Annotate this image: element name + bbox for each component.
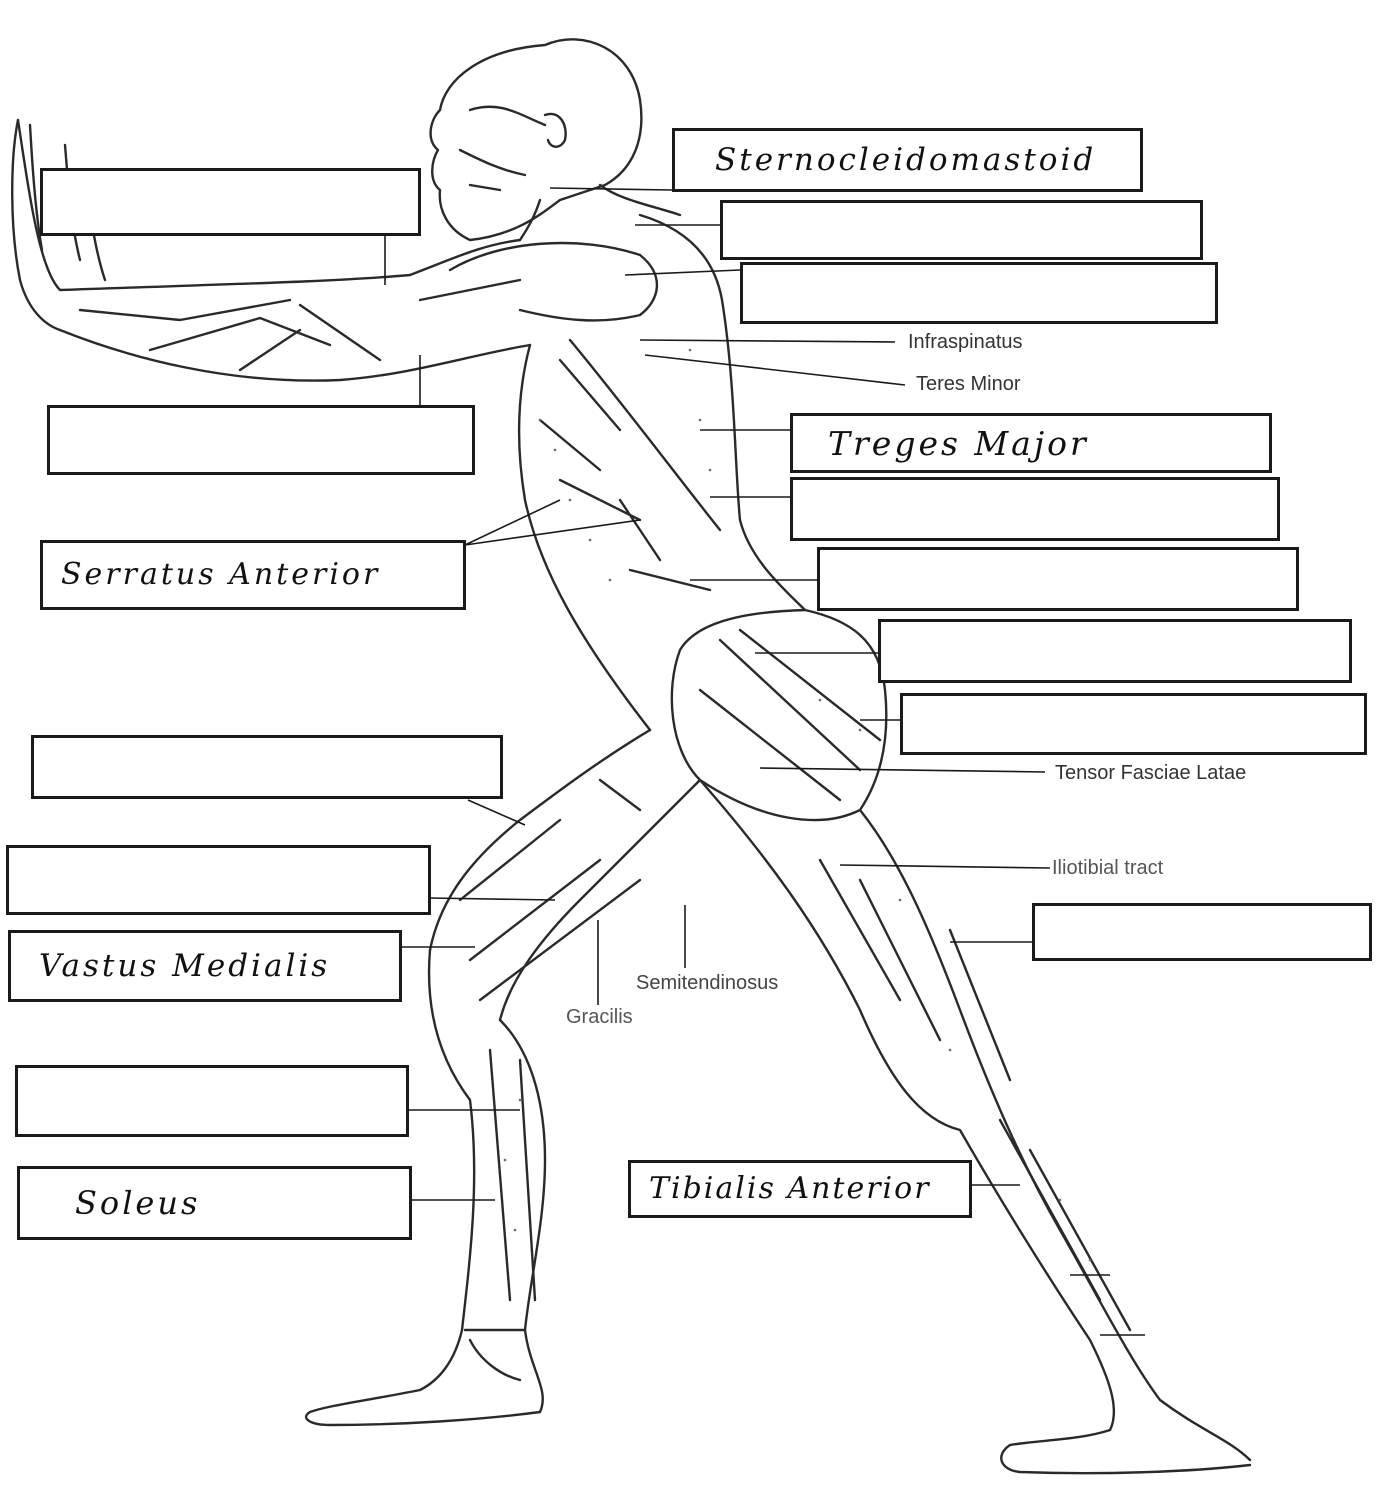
leader-infraspinatus xyxy=(640,340,895,342)
front-calf-back xyxy=(500,1020,545,1412)
front-leg-fibers xyxy=(460,780,640,1300)
handwritten-answer: Treges Major xyxy=(828,427,1089,460)
label-box-left-1[interactable] xyxy=(40,168,421,236)
label-box-soleus[interactable]: Soleus xyxy=(17,1166,412,1240)
leader-right-3 xyxy=(625,270,740,275)
deltoid-outline xyxy=(450,243,657,320)
handwritten-answer: Tibialis Anterior xyxy=(649,1174,931,1204)
label-infraspinatus: Infraspinatus xyxy=(908,331,1023,354)
label-box-right-7[interactable] xyxy=(878,619,1352,683)
arm-lower-edge xyxy=(60,330,530,381)
label-box-serratus-anterior[interactable]: Serratus Anterior xyxy=(40,540,466,610)
glute-outline xyxy=(672,610,886,820)
label-box-right-3[interactable] xyxy=(740,262,1218,324)
label-box-left-5[interactable] xyxy=(6,845,431,915)
label-gracilis: Gracilis xyxy=(566,1006,633,1029)
label-box-left-7[interactable] xyxy=(15,1065,409,1137)
handwritten-answer: Serratus Anterior xyxy=(61,560,380,590)
label-box-left-4[interactable] xyxy=(31,735,503,799)
handwritten-answer: Sternocleidomastoid xyxy=(715,145,1096,176)
leader-left-4 xyxy=(468,800,525,825)
label-box-sternocleidomastoid[interactable]: Sternocleidomastoid xyxy=(672,128,1143,192)
label-box-right-leg[interactable] xyxy=(1032,903,1372,961)
forearm-muscles xyxy=(80,280,520,370)
ankle-detail xyxy=(465,1330,525,1380)
leader-sternocleidomastoid xyxy=(550,188,672,190)
serratus-lines xyxy=(540,360,710,590)
face-detail xyxy=(460,107,545,190)
leader-teres-minor xyxy=(645,355,905,385)
label-teres-minor: Teres Minor xyxy=(916,373,1020,396)
label-box-right-2[interactable] xyxy=(720,200,1203,260)
label-box-right-8[interactable] xyxy=(900,693,1367,755)
ear-detail xyxy=(545,114,566,147)
label-semitendinosus: Semitendinosus xyxy=(636,972,778,995)
front-torso xyxy=(519,345,650,730)
handwritten-answer: Soleus xyxy=(75,1187,200,1219)
leader-iliotibial xyxy=(840,865,1050,868)
label-iliotibial-tract: Iliotibial tract xyxy=(1052,857,1163,880)
rear-foot xyxy=(1001,1430,1250,1473)
label-box-teres-major[interactable]: Treges Major xyxy=(790,413,1272,473)
label-box-vastus-medialis[interactable]: Vastus Medialis xyxy=(8,930,402,1002)
label-tensor-fasciae-latae: Tensor Fasciae Latae xyxy=(1055,762,1246,785)
lat-outline xyxy=(570,340,720,530)
label-box-right-5[interactable] xyxy=(790,477,1280,541)
label-box-tibialis-anterior[interactable]: Tibialis Anterior xyxy=(628,1160,972,1218)
label-box-left-2[interactable] xyxy=(47,405,475,475)
handwritten-answer: Vastus Medialis xyxy=(39,951,330,982)
label-box-right-6[interactable] xyxy=(817,547,1299,611)
glute-fibers xyxy=(700,630,880,800)
